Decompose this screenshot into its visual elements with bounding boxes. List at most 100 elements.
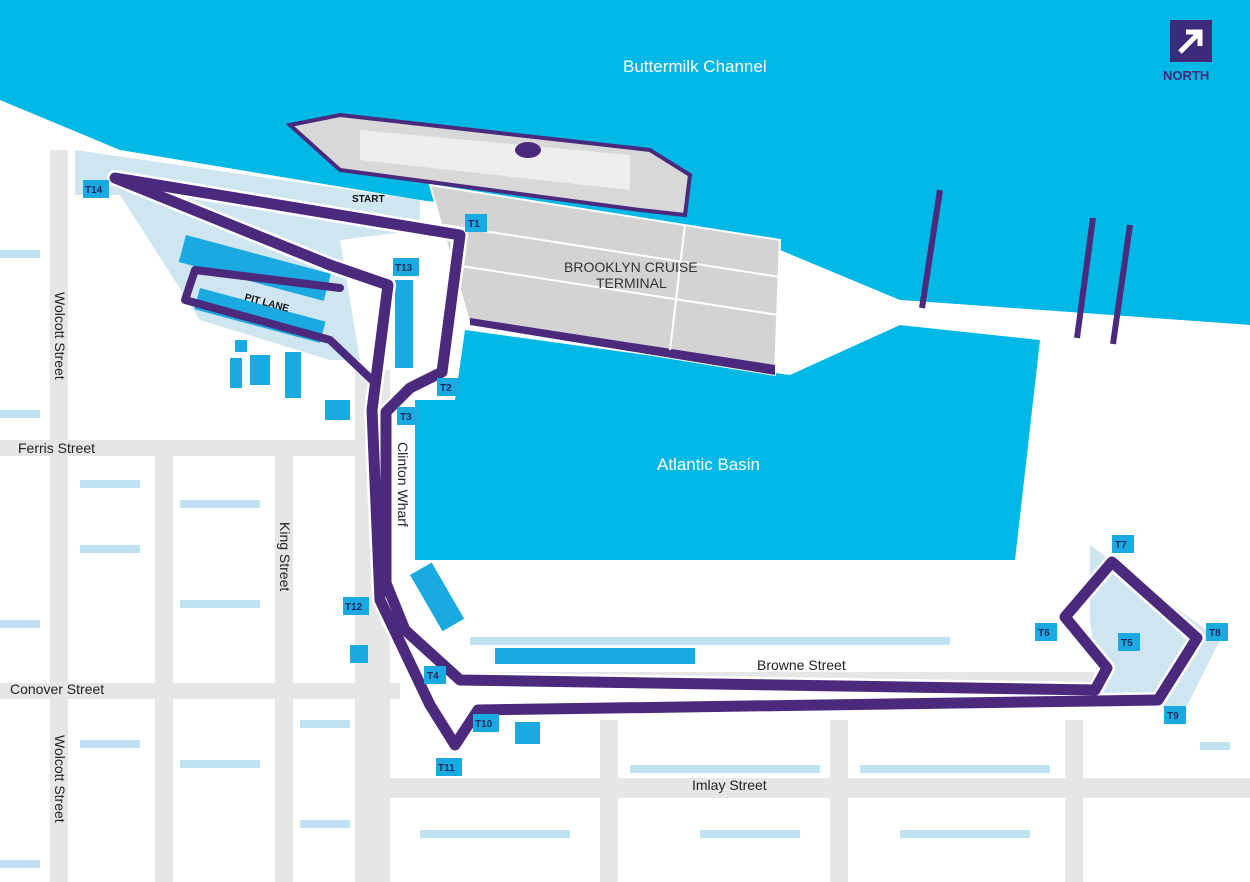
turn-badge (473, 714, 499, 732)
turn-badge (397, 407, 419, 425)
crane (1074, 217, 1096, 339)
turn-badge (436, 758, 462, 776)
terminal-divider (454, 264, 779, 316)
building (700, 830, 800, 838)
building (0, 620, 40, 628)
terminal-label-line2: TERMINAL (596, 275, 667, 291)
turn-label: T5 (1121, 638, 1133, 649)
turn-markers: T1 T2 T3 T4 T5 T6 T7 T8 (83, 180, 1228, 776)
turn-badge (1112, 535, 1134, 553)
turn-badge (465, 214, 487, 232)
turn-marker: T5 (1118, 633, 1140, 651)
crane (1110, 224, 1133, 345)
structure (235, 340, 247, 352)
street-imlay (390, 778, 1250, 798)
conover-street-label: Conover Street (10, 681, 104, 697)
building (0, 860, 40, 868)
turn-label: T2 (440, 383, 452, 394)
building (180, 760, 260, 768)
turn-marker: T2 (437, 378, 459, 396)
ship-funnel (515, 142, 541, 158)
terminal-label-line1: BROOKLYN CRUISE (564, 259, 698, 275)
north-arrow-icon (1178, 29, 1203, 54)
turn-marker: T10 (473, 714, 499, 732)
terminal-divider (444, 224, 781, 278)
turn-marker: T11 (436, 758, 462, 776)
building (0, 410, 40, 418)
turn-badge (1164, 706, 1186, 724)
crane (919, 189, 943, 309)
turn-label: T1 (468, 219, 480, 230)
turn-label: T11 (438, 763, 455, 774)
structure (325, 400, 350, 420)
eastern-loop-area (1090, 545, 1220, 710)
ferris-street-label: Ferris Street (18, 440, 95, 456)
building (420, 830, 570, 838)
turn-badge (1118, 633, 1140, 651)
building (470, 637, 950, 645)
structure (285, 352, 301, 398)
cruise-ship (285, 112, 693, 218)
turn-label: T13 (395, 263, 413, 274)
building (860, 765, 1050, 773)
atlantic-basin-label: Atlantic Basin (657, 455, 760, 474)
turn-marker: T3 (397, 407, 419, 425)
terminal-divider (669, 224, 686, 351)
structure (230, 358, 242, 388)
street-1065 (1065, 720, 1083, 882)
king-street-label: King Street (277, 522, 293, 591)
city-buildings (0, 250, 1230, 868)
building (80, 740, 140, 748)
turn-marker: T8 (1206, 623, 1228, 641)
turn-label: T10 (475, 719, 493, 730)
terminal-stripe (470, 318, 775, 375)
turn-badge (424, 666, 446, 684)
structure (350, 645, 368, 663)
turn-label: T14 (85, 185, 103, 196)
structure (495, 648, 695, 664)
turn-badge (343, 597, 369, 615)
race-track (109, 172, 1203, 751)
turn-badge (393, 258, 419, 276)
turn-label: T3 (400, 412, 412, 423)
turn-badge (437, 378, 459, 396)
turn-marker: T7 (1112, 535, 1134, 553)
cranes (919, 189, 1133, 345)
cruise-terminal (428, 183, 782, 377)
structure (395, 280, 413, 368)
ship-deck (360, 130, 630, 190)
street-conover (0, 683, 400, 699)
turn-label: T6 (1038, 628, 1050, 639)
turn-marker: T4 (424, 666, 446, 684)
structure (410, 562, 465, 632)
buttermilk-channel-label: Buttermilk Channel (623, 57, 767, 76)
building (300, 820, 350, 828)
turn-badge (1206, 623, 1228, 641)
pit-lane-track (181, 266, 376, 384)
turn-marker: T1 (465, 214, 487, 232)
turn-label: T8 (1209, 628, 1221, 639)
street-ferris (0, 440, 360, 456)
building (630, 765, 820, 773)
turn-label: T4 (427, 671, 439, 682)
browne-street-label: Browne Street (757, 657, 846, 673)
turn-label: T7 (1115, 540, 1127, 551)
turn-marker: T14 (83, 180, 109, 198)
street-grid (0, 150, 1250, 882)
turn-marker: T9 (1164, 706, 1186, 724)
turn-marker: T13 (393, 258, 419, 276)
street-king (275, 440, 293, 882)
building (180, 600, 260, 608)
atlantic-basin-water (415, 325, 1040, 560)
start-marker: START (352, 194, 385, 205)
wolcott-street-label: Wolcott Street (52, 292, 68, 380)
building (80, 545, 140, 553)
street-830 (830, 720, 848, 882)
north-indicator: NORTH (1163, 20, 1212, 83)
building (300, 720, 350, 728)
street-600 (600, 720, 618, 882)
turn-marker: T12 (343, 597, 369, 615)
pier (900, 300, 1250, 340)
